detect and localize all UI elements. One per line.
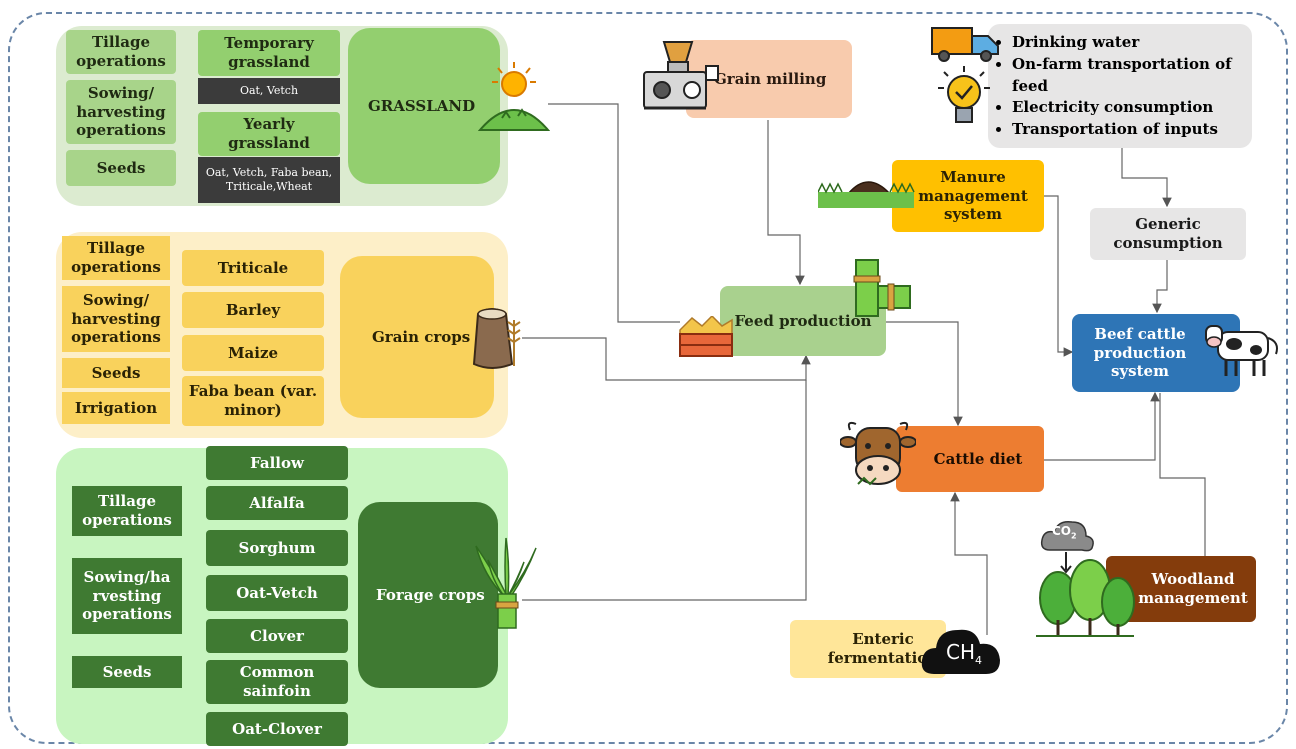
- grain-crop-faba-bean: Faba bean (var. minor): [182, 376, 324, 426]
- forage-sowing-box: Sowing/ha rvesting operations: [72, 558, 182, 634]
- enteric-to-diet-line: [950, 491, 988, 635]
- forage-crop-oat-clover: Oat-Clover: [206, 712, 348, 746]
- co2-formula: CO2: [1052, 524, 1077, 540]
- forage-crop-common-sainfoin: Common sainfoin: [206, 660, 348, 704]
- feed-production-label: Feed production: [734, 311, 872, 330]
- forage-crop-clover: Clover: [206, 619, 348, 653]
- grain-crop-maize: Maize: [182, 335, 324, 371]
- feed-to-diet-line: [886, 321, 963, 427]
- cattle-diet-box: Cattle diet: [896, 426, 1044, 492]
- co2-subscript: 2: [1071, 531, 1077, 541]
- consumption-item: Electricity consumption: [1012, 97, 1246, 119]
- grassland-main-box: GRASSLAND: [348, 28, 500, 184]
- manure-box: Manure management system: [892, 160, 1044, 232]
- grain-sack-icon: [472, 308, 521, 369]
- forage-crop-oat-vetch: Oat-Vetch: [206, 575, 348, 611]
- generic-consumption-label: Generic consumption: [1113, 215, 1223, 252]
- methane-cloud-icon: [921, 629, 1000, 674]
- woodland-to-beef-line: [1159, 393, 1206, 556]
- consumption-item: Transportation of inputs: [1012, 119, 1246, 141]
- consumption-to-generic-line: [1121, 148, 1172, 208]
- lightbulb-icon: [938, 66, 990, 123]
- grain-seeds-box: Seeds: [62, 358, 170, 388]
- methane-formula: CH4: [946, 640, 982, 667]
- forage-tillage-box: Tillage operations: [72, 486, 182, 536]
- consumption-box: Drinking water On-farm transportation of…: [988, 24, 1252, 148]
- grain-sowing-box: Sowing/ harvesting operations: [62, 286, 170, 352]
- generic-consumption-box: Generic consumption: [1090, 208, 1246, 260]
- grass-bundle-icon: [475, 537, 537, 629]
- grain-irrigation-box: Irrigation: [62, 392, 170, 424]
- yearly-grassland-crops: Oat, Vetch, Faba bean, Triticale,Wheat: [198, 157, 340, 203]
- grassland-seeds-box: Seeds: [66, 150, 176, 186]
- diet-to-beef-line: [1044, 391, 1160, 461]
- ch4-subscript: 4: [975, 654, 983, 667]
- forest-co2-icon: [1036, 520, 1135, 637]
- grain-tillage-box: Tillage operations: [62, 236, 170, 280]
- manure-to-beef-line: [1044, 195, 1074, 357]
- consumption-item: Drinking water: [1012, 32, 1246, 54]
- co2-label: CO: [1052, 524, 1072, 538]
- sun-grass-icon: [478, 62, 550, 131]
- grain-to-feed-line: [522, 337, 811, 381]
- milling-to-feed-line: [767, 120, 805, 286]
- grain-main-label: Grain crops: [372, 327, 471, 346]
- forage-seeds-box: Seeds: [72, 656, 182, 688]
- woodland-label: Woodland management: [1138, 570, 1248, 607]
- cow-face-icon: [840, 421, 916, 486]
- grassland-tillage-box: Tillage operations: [66, 30, 176, 74]
- manure-label: Manure management system: [918, 167, 1028, 224]
- enteric-label: Enteric fermentation: [827, 630, 939, 667]
- cattle-diet-label: Cattle diet: [933, 449, 1023, 468]
- ch4-label: CH: [946, 640, 976, 664]
- grassland-to-feed-line: [548, 103, 680, 323]
- temporary-grassland-crops: Oat, Vetch: [198, 78, 340, 104]
- grassland-main-label: GRASSLAND: [368, 96, 476, 115]
- consumption-item: On-farm transportation of feed: [1012, 54, 1246, 98]
- consumption-list: Drinking water On-farm transportation of…: [994, 32, 1246, 141]
- grain-crop-barley: Barley: [182, 292, 324, 328]
- generic-to-beef-line: [1152, 260, 1168, 314]
- outer-frame: [8, 12, 1288, 744]
- manure-pile-icon: [818, 181, 915, 208]
- enteric-box: Enteric fermentation: [790, 620, 946, 678]
- feed-bundle-icon: [853, 259, 911, 317]
- forage-main-box: Forage crops: [358, 502, 498, 688]
- grain-milling-label: Grain milling: [714, 69, 827, 88]
- forage-crop-alfalfa: Alfalfa: [206, 486, 348, 520]
- forage-crop-fallow: Fallow: [206, 446, 348, 480]
- grain-crop-triticale: Triticale: [182, 250, 324, 286]
- forage-to-feed-line: [522, 380, 807, 601]
- temporary-grassland-box: Temporary grassland: [198, 30, 340, 76]
- beef-cattle-label: Beef cattle production system: [1093, 324, 1187, 381]
- grain-main-box: Grain crops: [340, 256, 494, 418]
- truck-icon: [931, 27, 999, 62]
- cow-icon: [1205, 325, 1278, 376]
- grassland-sowing-box: Sowing/ harvesting operations: [66, 80, 176, 144]
- milling-machine-icon: [643, 41, 719, 110]
- hay-crate-icon: [679, 316, 733, 357]
- forage-main-label: Forage crops: [376, 585, 485, 604]
- forage-crop-sorghum: Sorghum: [206, 530, 348, 566]
- yearly-grassland-box: Yearly grassland: [198, 112, 340, 156]
